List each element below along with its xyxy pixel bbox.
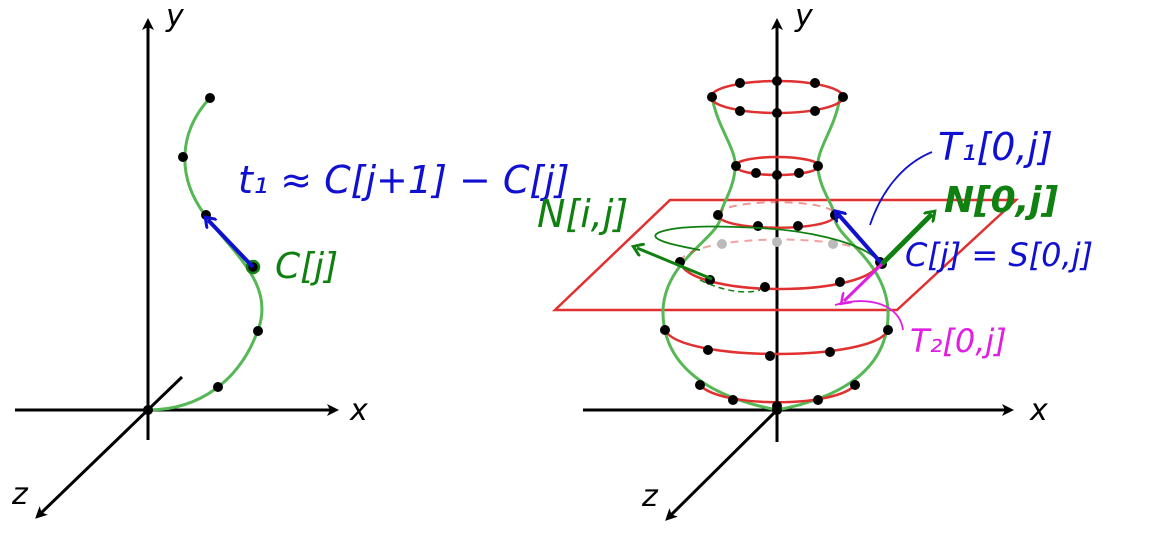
curve-point: [205, 93, 215, 103]
ring-belly-front: [678, 261, 882, 291]
surface-point: [751, 168, 761, 178]
normal-arrow-right: [880, 214, 932, 266]
right-y-label: y: [794, 0, 814, 34]
profile-curve: [147, 96, 264, 412]
surface-point: [731, 161, 741, 171]
surface-point: [735, 78, 745, 88]
vase-outline-left: [661, 96, 778, 412]
left-x-label: x: [349, 393, 368, 428]
surface-point: [838, 92, 848, 102]
surface-point: [707, 92, 717, 102]
hidden-points: [717, 237, 838, 249]
surface-point: [772, 108, 782, 118]
normal-scribble: [654, 225, 881, 263]
surface-point: [660, 325, 670, 335]
hidden-point: [772, 237, 782, 247]
point-equation-annotation: C[j] = S[0,j]: [905, 236, 1093, 274]
surface-point: [772, 76, 782, 86]
point-cj-highlight: [245, 259, 261, 275]
surface-point: [772, 170, 782, 180]
left-z-axis: [35, 375, 184, 519]
ring-mid-front: [716, 214, 837, 229]
normal-left-annotation: N[i,j]: [537, 192, 628, 236]
t1-leader: [869, 151, 933, 226]
surface-point: [760, 282, 770, 292]
curve-point: [213, 382, 223, 392]
surface-point: [825, 347, 835, 357]
hidden-point: [717, 239, 727, 249]
normal-arrow-left: [637, 248, 713, 281]
surface-point: [835, 277, 845, 287]
left-panel: y x z t₁ ≈ C[j+1] − C[j] C[j]: [11, 0, 570, 519]
surface-point: [850, 380, 860, 390]
hidden-point: [828, 239, 838, 249]
tangent2-annotation: T₂[0,j]: [910, 322, 1007, 360]
surface-point: [883, 325, 893, 335]
surface-point: [813, 395, 823, 405]
left-z-label: z: [11, 477, 29, 512]
surface-point: [793, 221, 803, 231]
profile-points: [143, 93, 263, 415]
vase-outline-right: [776, 96, 890, 412]
ring-mid-back: [717, 201, 836, 216]
tangent2-arrow: [844, 262, 884, 301]
point-annotation: C[j]: [275, 246, 338, 287]
normal-scribble-lower: [699, 279, 761, 293]
right-z-label: z: [641, 479, 659, 514]
tangent1-annotation: T₁[0,j]: [938, 125, 1053, 169]
right-x-label: x: [1029, 393, 1048, 428]
left-y-label: y: [165, 0, 185, 34]
curve-point: [178, 152, 188, 162]
surface-point: [695, 380, 705, 390]
surface-point: [810, 78, 820, 88]
surface-point: [728, 395, 738, 405]
curve-point: [201, 210, 211, 220]
surface-point: [772, 405, 782, 415]
surface-point: [810, 106, 820, 116]
surface-point: [753, 221, 763, 231]
normal-right-annotation: N[0,j]: [944, 180, 1059, 221]
tangent-arrow: [208, 220, 255, 269]
surface-point: [794, 168, 804, 178]
tangent-annotation: t₁ ≈ C[j+1] − C[j]: [238, 158, 570, 202]
curve-point: [143, 405, 153, 415]
surface-point: [765, 351, 775, 361]
surface-point: [813, 161, 823, 171]
right-panel: y x z: [537, 0, 1093, 521]
tangent-plane: [551, 198, 1020, 312]
curve-point: [253, 326, 263, 336]
surface-point: [735, 106, 745, 116]
surface-point: [713, 210, 723, 220]
right-z-axis: [665, 408, 779, 521]
t2-leader: [834, 300, 904, 331]
ring-lower1: [663, 329, 890, 356]
surface-point: [703, 345, 713, 355]
tangent1-arrow: [838, 214, 884, 266]
